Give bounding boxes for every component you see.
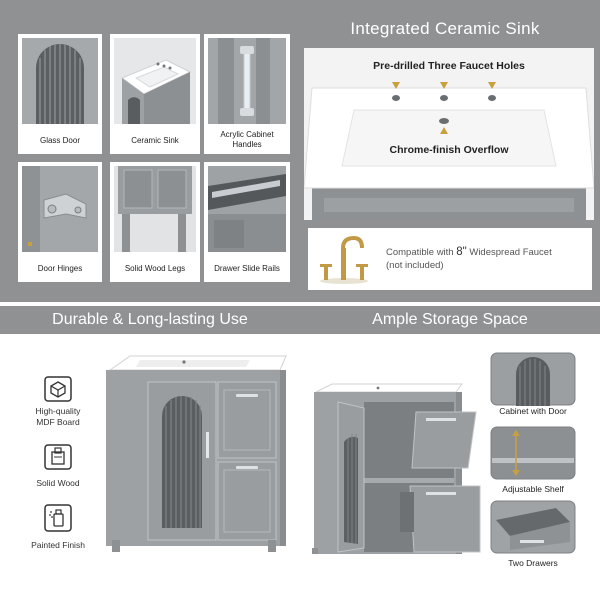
material-painted-finish: Painted Finish	[30, 504, 86, 554]
acrylic-handles-caption: Acrylic Cabinet Handles	[220, 130, 274, 149]
faucet-compat-text: Compatible with 8" Widespread Faucet	[386, 246, 552, 259]
callout-cabinet-door: Cabinet with Door	[490, 352, 576, 418]
faucet-not-included: (not included)	[386, 260, 444, 271]
ceramic-sink-photo	[114, 38, 196, 124]
faucet-compat-suffix: Widespread Faucet	[466, 247, 552, 258]
door-hinge-photo	[22, 166, 98, 252]
door-hinges-caption: Door Hinges	[37, 264, 83, 273]
faucet-compat-prefix: Compatible with	[386, 247, 457, 258]
mdf-label-2: MDF Board	[36, 417, 80, 427]
painted-finish-label: Painted Finish	[31, 540, 85, 550]
acrylic-handle-photo	[208, 38, 286, 124]
wood-paint-icon	[44, 444, 72, 470]
sink-detail-image: Pre-drilled Three Faucet Holes Chrome-fi…	[304, 48, 594, 220]
storage-banner-label: Ample Storage Space	[372, 311, 528, 328]
mdf-label-1: High-quality	[35, 406, 81, 416]
adjustable-shelf-detail-image	[490, 426, 576, 480]
cabinet-closed-image	[106, 355, 287, 552]
faucet-icon	[320, 235, 368, 284]
section-banner: Durable & Long-lasting Use Ample Storage…	[0, 306, 600, 334]
cabinet-door-label: Cabinet with Door	[499, 406, 567, 416]
two-drawers-detail-image	[490, 500, 576, 554]
faucet-compatibility-card: Compatible with 8" Widespread Faucet (no…	[308, 228, 592, 290]
wood-legs-caption: Solid Wood Legs	[124, 264, 186, 273]
feature-card-door-hinges: Door Hinges	[18, 162, 102, 282]
faucet-size: 8"	[456, 246, 467, 258]
wood-legs-photo	[114, 166, 196, 252]
glass-door-photo	[22, 38, 98, 124]
glass-door-caption: Glass Door	[39, 136, 80, 145]
material-mdf-board: High-quality MDF Board	[30, 376, 86, 436]
spray-bottle-icon	[44, 504, 72, 532]
cabinet-door-detail-image	[490, 352, 576, 406]
cabinet-open-image	[312, 383, 481, 554]
overflow-label: Chrome-finish Overflow	[389, 144, 509, 156]
material-solid-wood: Solid Wood	[30, 444, 86, 494]
feature-card-acrylic-handles: Acrylic Cabinet Handles	[204, 34, 290, 154]
drawer-rails-caption: Drawer Slide Rails	[214, 264, 280, 273]
two-drawers-label: Two Drawers	[508, 558, 558, 568]
callout-arrows	[392, 82, 496, 134]
sink-section-title: Integrated Ceramic Sink	[300, 12, 590, 46]
faucet-holes-label: Pre-drilled Three Faucet Holes	[373, 60, 525, 72]
drawer-rail-photo	[208, 166, 286, 252]
solid-wood-label: Solid Wood	[36, 478, 80, 488]
durable-banner-label: Durable & Long-lasting Use	[52, 311, 248, 328]
cube-board-icon	[44, 376, 72, 402]
feature-card-solid-wood-legs: Solid Wood Legs	[110, 162, 200, 282]
feature-card-glass-door: Glass Door	[18, 34, 102, 154]
callout-adjustable-shelf: Adjustable Shelf	[490, 426, 576, 496]
feature-card-drawer-rails: Drawer Slide Rails	[204, 162, 290, 282]
adjustable-shelf-label: Adjustable Shelf	[502, 484, 564, 494]
feature-card-ceramic-sink: Ceramic Sink	[110, 34, 200, 154]
ceramic-sink-caption: Ceramic Sink	[131, 136, 179, 145]
callout-two-drawers: Two Drawers	[490, 500, 576, 570]
